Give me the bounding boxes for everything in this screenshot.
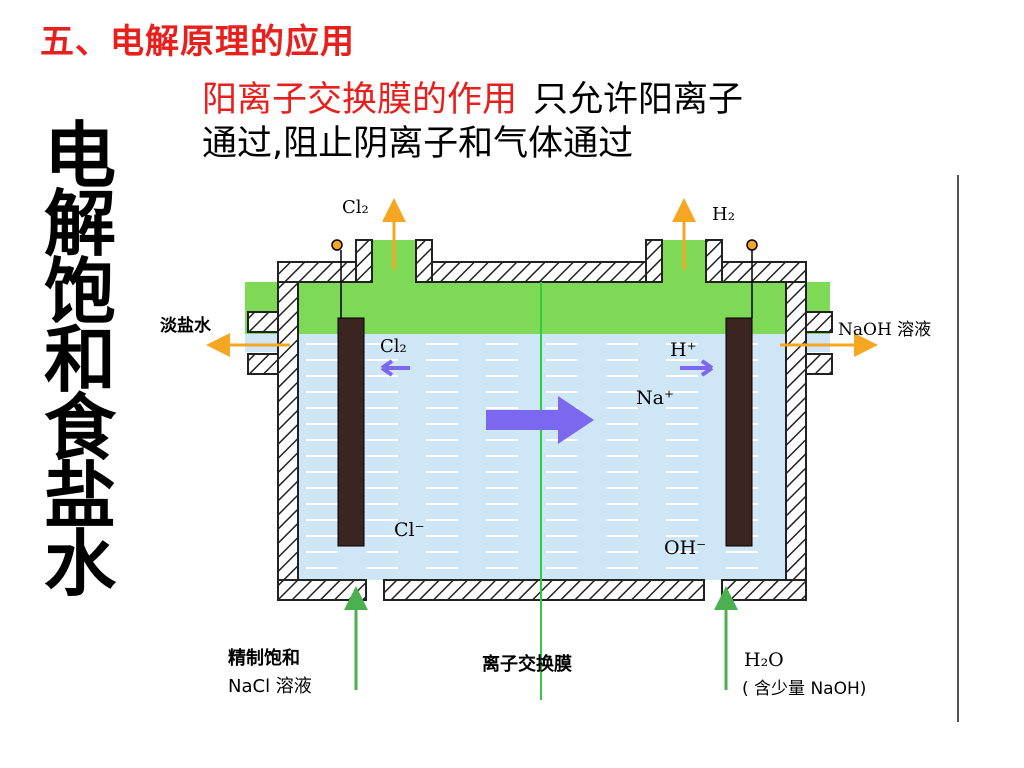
vertical-title-char: 解 (43, 182, 116, 266)
membrane-label: 离子交换膜 (482, 653, 572, 675)
cl2-gas-label: Cl₂ (342, 197, 369, 218)
vertical-title-char: 饱 (43, 250, 116, 334)
cell-walls (247, 239, 833, 601)
oh-minus-label: OH⁻ (664, 537, 706, 559)
brine-inlet-label-line1: 精制饱和 (228, 647, 300, 669)
h2-gas-label: H₂ (712, 204, 735, 225)
cathode-terminal-icon (746, 239, 758, 251)
cl2-ion-side-label: Cl₂ (380, 336, 407, 357)
brine-inlet-label-line2: NaCl 溶液 (228, 676, 312, 697)
water-inlet-label-line2: ( 含少量 NaOH) (742, 679, 866, 699)
slide-title: 五、电解原理的应用 (40, 22, 355, 62)
cl2-ion-arrow-icon (380, 359, 410, 377)
anode-terminal-icon (331, 239, 343, 251)
na-plus-label: Na⁺ (636, 387, 674, 409)
naoh-solution-label: NaOH 溶液 (838, 320, 931, 340)
vertical-title-char: 和 (43, 318, 116, 402)
membrane-description: 阳离子交换膜的作用只允许阳离子 通过,阻止阴离子和气体通过 (202, 78, 942, 166)
vertical-title: 电 解 饱 和 食 盐 水 (34, 114, 126, 606)
vertical-title-char: 盐 (43, 454, 116, 538)
vertical-title-char: 电 (43, 114, 116, 198)
cathode-electrode (725, 317, 753, 547)
h-plus-label: H⁺ (670, 339, 697, 361)
dilute-brine-label: 淡盐水 (160, 315, 212, 336)
vertical-title-char: 水 (43, 522, 116, 606)
h-plus-arrow-icon (680, 359, 714, 377)
cl-minus-label: Cl⁻ (394, 519, 425, 541)
description-highlight: 阳离子交换膜的作用 (202, 80, 518, 120)
description-line2: 通过,阻止阴离子和气体通过 (202, 124, 634, 164)
vertical-title-char: 食 (43, 386, 116, 470)
na-migration-arrow-icon (486, 396, 594, 444)
water-inlet-label-line1: H₂O (744, 649, 784, 671)
anode-electrode (337, 317, 365, 547)
description-line1: 只允许阳离子 (533, 80, 744, 120)
